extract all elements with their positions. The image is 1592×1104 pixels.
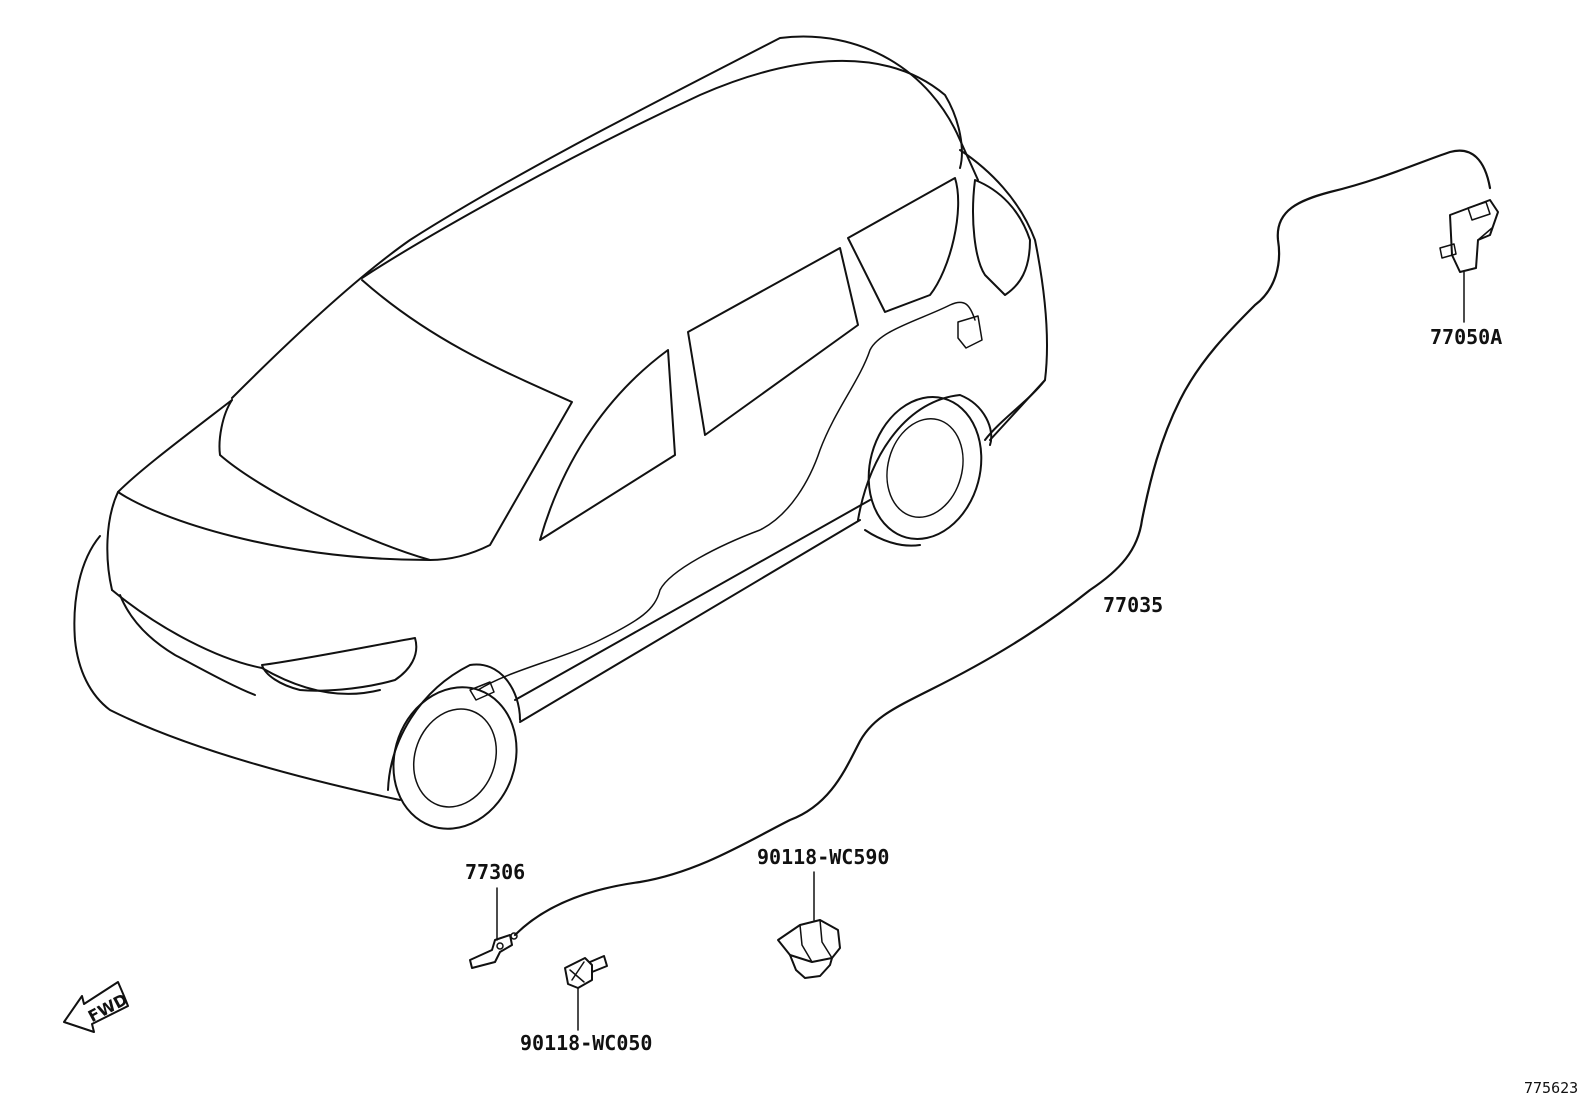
cable-end-nub (510, 932, 518, 940)
figure-id: 775623 (1524, 1079, 1578, 1097)
cable-77035 (513, 149, 1492, 937)
label-77306: 77306 (465, 860, 525, 884)
label-77035: 77035 (1103, 593, 1163, 617)
fwd-arrow-label: FWD (85, 990, 131, 1026)
label-90118-WC590: 90118-WC590 (757, 845, 889, 869)
lever-77306 (469, 934, 513, 969)
bolt-90118-WC050 (564, 955, 608, 989)
label-77050A: 77050A (1430, 325, 1502, 349)
vehicle-lever-fitting (469, 681, 495, 701)
fwd-arrow-icon: FWD (63, 981, 131, 1033)
opener-lock-77050A (1439, 199, 1499, 273)
clip-90118-WC590 (777, 919, 841, 979)
vehicle-outline (73, 35, 1048, 830)
vehicle-cable-route (477, 301, 976, 691)
label-90118-WC050: 90118-WC050 (520, 1031, 652, 1055)
vehicle-lock-fitting (957, 315, 983, 349)
